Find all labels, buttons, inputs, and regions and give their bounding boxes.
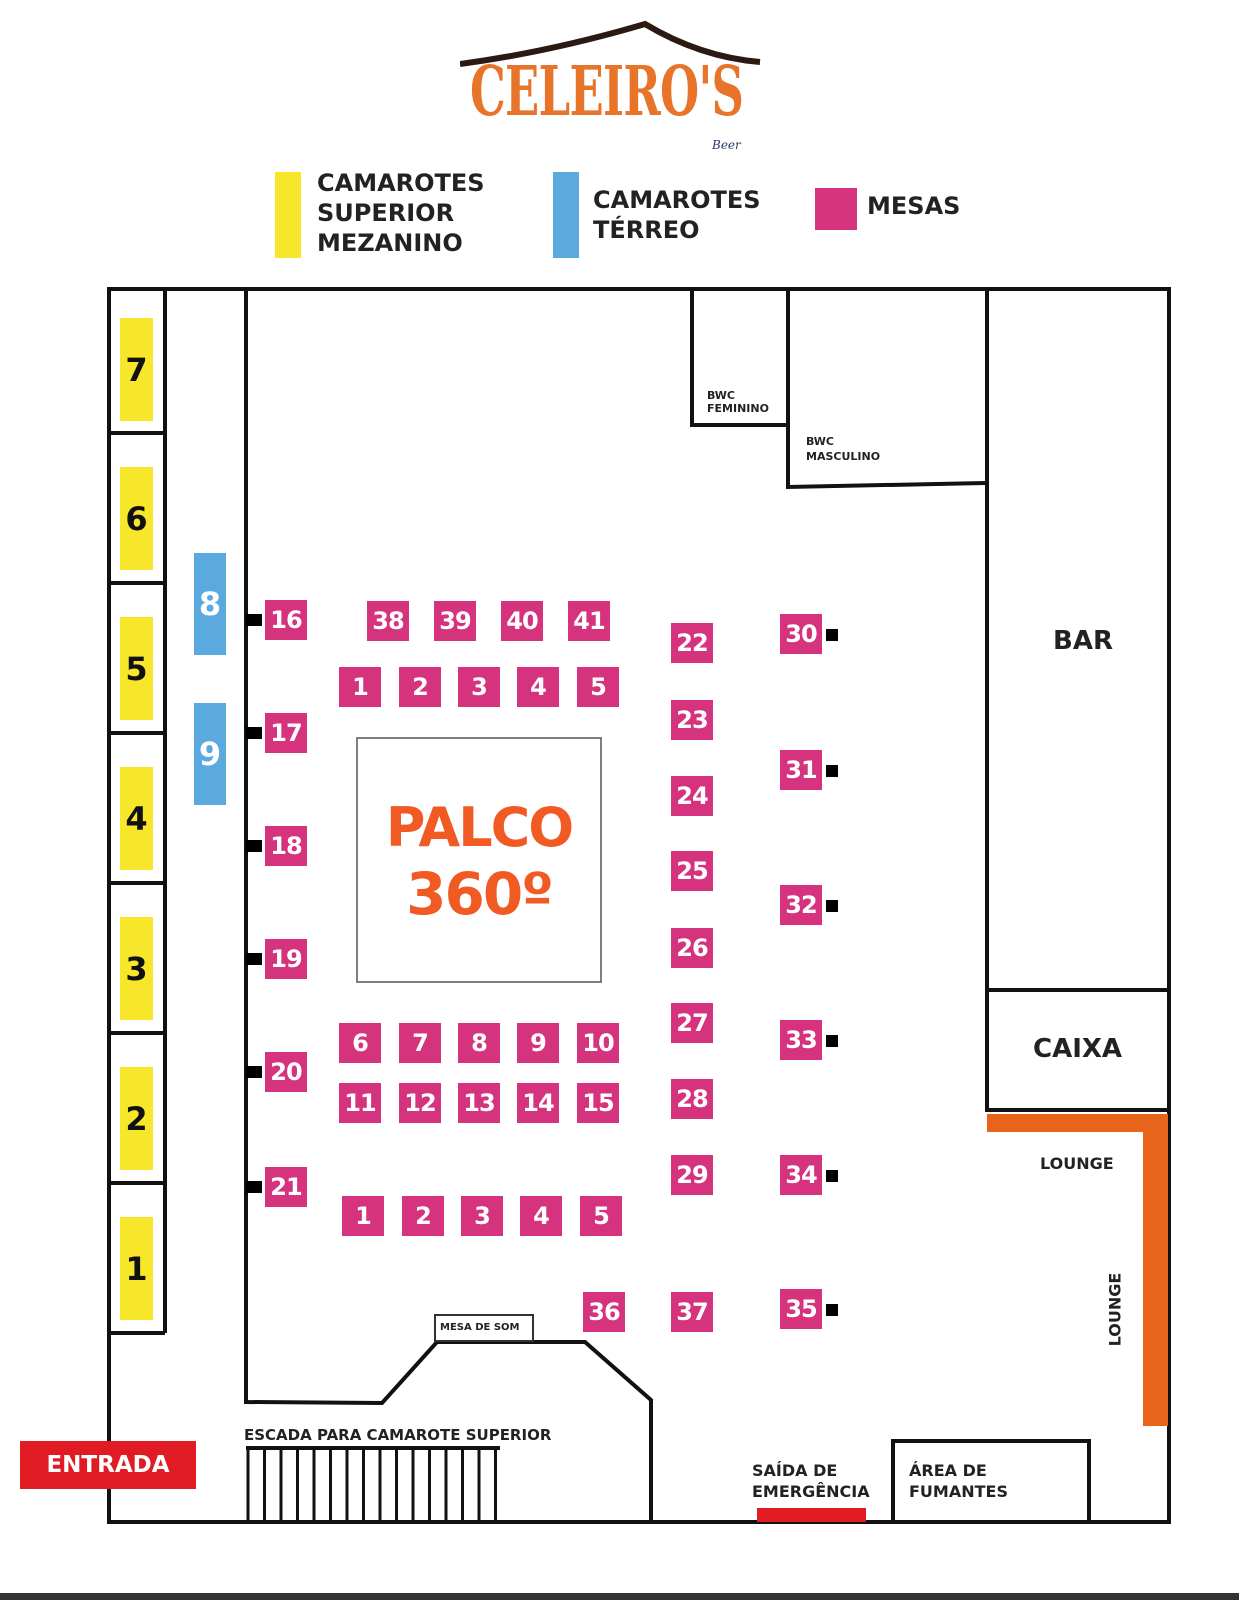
mesa-table[interactable]: 34 (780, 1155, 822, 1195)
roof-icon (460, 20, 761, 67)
mesa-table[interactable]: 17 (265, 713, 307, 753)
camarote-superior[interactable]: 2 (120, 1067, 153, 1170)
mesa-table[interactable]: 35 (780, 1289, 822, 1329)
camarote-superior[interactable]: 6 (120, 467, 153, 570)
chair-marker (246, 614, 262, 626)
mesa-table[interactable]: 9 (517, 1023, 559, 1063)
mesa-table[interactable]: 30 (780, 614, 822, 654)
escada-label: ESCADA PARA CAMAROTE SUPERIOR (244, 1426, 552, 1444)
caixa-label: CAIXA (1033, 1034, 1123, 1064)
logo-text: CELEIRO'S (470, 52, 744, 132)
mesa-table[interactable]: 3 (458, 667, 500, 707)
mesa-table[interactable]: 26 (671, 928, 713, 968)
legend-swatch-mesas (815, 188, 857, 230)
mesa-table[interactable]: 36 (583, 1292, 625, 1332)
camarote-terreo[interactable]: 9 (194, 703, 226, 805)
mesa-table[interactable]: 4 (517, 667, 559, 707)
chair-marker (246, 727, 262, 739)
legend-swatch-superior (275, 172, 301, 258)
mesa-table[interactable]: 14 (517, 1083, 559, 1123)
mesa-table[interactable]: 37 (671, 1292, 713, 1332)
mesa-table[interactable]: 21 (265, 1167, 307, 1207)
camarote-superior[interactable]: 1 (120, 1217, 153, 1320)
mesa-table[interactable]: 2 (399, 667, 441, 707)
bottom-bar (0, 1593, 1239, 1600)
mesa-table[interactable]: 3 (461, 1196, 503, 1236)
chair-marker (826, 1035, 838, 1047)
entrada-label: ENTRADA (20, 1441, 196, 1489)
mesa-table[interactable]: 40 (501, 601, 543, 641)
mesa-table[interactable]: 2 (402, 1196, 444, 1236)
mesa-table[interactable]: 18 (265, 826, 307, 866)
mesa-table[interactable]: 32 (780, 885, 822, 925)
mesa-table[interactable]: 1 (342, 1196, 384, 1236)
mesa-table[interactable]: 7 (399, 1023, 441, 1063)
mesa-table[interactable]: 22 (671, 623, 713, 663)
chair-marker (826, 900, 838, 912)
chair-marker (246, 953, 262, 965)
mesa-table[interactable]: 5 (580, 1196, 622, 1236)
mesa-table[interactable]: 23 (671, 700, 713, 740)
mesa-table[interactable]: 29 (671, 1155, 713, 1195)
camarote-superior[interactable]: 3 (120, 917, 153, 1020)
chair-marker (246, 840, 262, 852)
chair-marker (826, 1304, 838, 1316)
mesa-table[interactable]: 16 (265, 600, 307, 640)
mesa-table[interactable]: 33 (780, 1020, 822, 1060)
camarote-superior[interactable]: 7 (120, 318, 153, 421)
mesa-table[interactable]: 19 (265, 939, 307, 979)
mesa-table[interactable]: 10 (577, 1023, 619, 1063)
mesa-table[interactable]: 25 (671, 851, 713, 891)
legend-label-mesas: MESAS (867, 192, 961, 220)
chair-marker (826, 765, 838, 777)
mesa-table[interactable]: 4 (520, 1196, 562, 1236)
logo: CELEIRO'S (470, 52, 884, 134)
mesa-table[interactable]: 13 (458, 1083, 500, 1123)
camarote-superior[interactable]: 4 (120, 767, 153, 870)
mesa-table[interactable]: 27 (671, 1003, 713, 1043)
chair-marker (246, 1066, 262, 1078)
mesa-table[interactable]: 20 (265, 1052, 307, 1092)
mesa-table[interactable]: 38 (367, 601, 409, 641)
mesa-de-som-label: MESA DE SOM (440, 1322, 520, 1333)
stairs (246, 1448, 497, 1522)
mesa-table[interactable]: 15 (577, 1083, 619, 1123)
camarote-superior[interactable]: 5 (120, 617, 153, 720)
stage-label: PALCO (385, 796, 574, 859)
mesa-table[interactable]: 39 (434, 601, 476, 641)
mesa-table[interactable]: 5 (577, 667, 619, 707)
mesa-table[interactable]: 8 (458, 1023, 500, 1063)
mesa-table[interactable]: 1 (339, 667, 381, 707)
mesa-table[interactable]: 41 (568, 601, 610, 641)
mesa-table[interactable]: 28 (671, 1079, 713, 1119)
lounge-label: LOUNGE (1040, 1154, 1114, 1173)
camarote-terreo[interactable]: 8 (194, 553, 226, 655)
stage: PALCO 360º (357, 796, 601, 928)
chair-marker (246, 1181, 262, 1193)
mesa-table[interactable]: 12 (399, 1083, 441, 1123)
lounge-label-vertical: LOUNGE (1105, 1272, 1125, 1347)
bar-label: BAR (1053, 626, 1113, 656)
mesa-table[interactable]: 6 (339, 1023, 381, 1063)
mesa-table[interactable]: 31 (780, 750, 822, 790)
chair-marker (826, 1170, 838, 1182)
chair-marker (826, 629, 838, 641)
stage-degrees: 360º (406, 860, 554, 928)
logo-subtitle: Beer (712, 138, 741, 152)
mesa-table[interactable]: 11 (339, 1083, 381, 1123)
legend-swatch-terreo (553, 172, 579, 258)
mesa-table[interactable]: 24 (671, 776, 713, 816)
